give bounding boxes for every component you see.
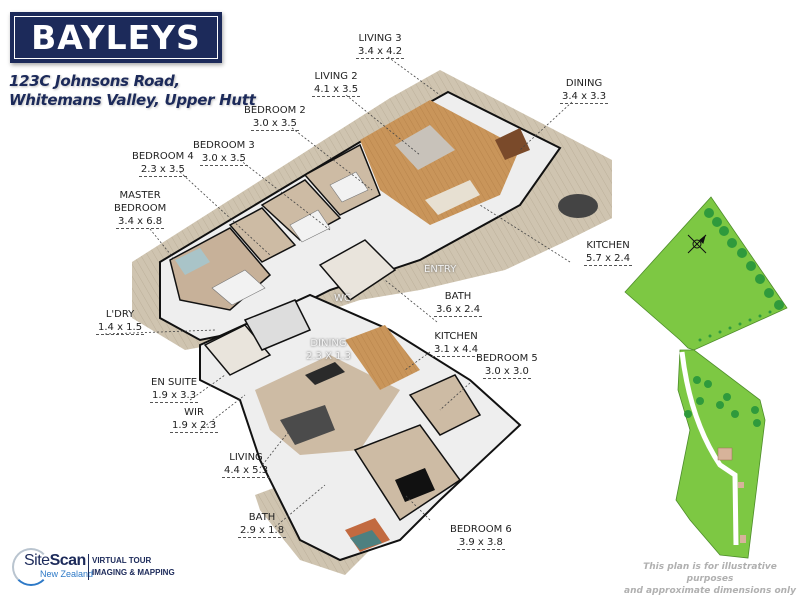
sitescan-logo: SiteScan New Zealand VIRTUAL TOUR IMAGIN… — [8, 546, 183, 586]
entry-label: ENTRY — [424, 264, 457, 275]
logo-border: BAYLEYS — [14, 16, 218, 59]
room-label-en-suite: EN SUITE 1.9 x 3.3 — [150, 377, 199, 403]
room-label-wir: WIR 1.9 x 2.3 — [170, 407, 219, 433]
room-label-master-bedroom: MASTER BEDROOM 3.4 x 6.8 — [114, 190, 167, 229]
sitescan-name: SiteScan — [24, 552, 86, 569]
bayleys-logo: BAYLEYS — [10, 12, 222, 63]
room-label-dining: DINING 3.4 x 3.3 — [560, 78, 609, 104]
room-label-kitchen-main: KITCHEN 5.7 x 2.4 — [584, 240, 633, 266]
room-label-living-3: LIVING 3 3.4 x 4.2 — [356, 33, 405, 59]
sitescan-subtitle: New Zealand — [40, 569, 94, 579]
address-line-1: 123C Johnsons Road, — [9, 72, 180, 90]
room-label-living: LIVING 4.4 x 5.3 — [222, 452, 271, 478]
sitescan-divider — [88, 554, 89, 580]
property-address: 123C Johnsons Road, Whitemans Valley, Up… — [9, 72, 256, 110]
room-label-kitchen-2: KITCHEN 3.1 x 4.4 — [432, 331, 481, 357]
room-label-bedroom-5: BEDROOM 5 3.0 x 3.0 — [476, 353, 538, 379]
site-plan — [624, 196, 788, 559]
address-line-2: Whitemans Valley, Upper Hutt — [9, 91, 256, 109]
room-label-living-2: LIVING 2 4.1 x 3.5 — [312, 71, 361, 97]
site-house-footprint — [717, 447, 733, 461]
logo-text: BAYLEYS — [31, 18, 201, 57]
room-label-dining-2: DINING 2.3 X 1.3 — [306, 338, 352, 362]
upper-house — [159, 90, 598, 342]
disclaimer: This plan is for illustrative purposes a… — [624, 562, 796, 596]
wc-label: WC — [334, 293, 351, 304]
room-label-bath-main: BATH 3.6 x 2.4 — [434, 291, 483, 317]
room-label-bedroom-4: BEDROOM 4 2.3 x 3.5 — [132, 151, 194, 177]
room-label-bedroom-6: BEDROOM 6 3.9 x 3.8 — [450, 524, 512, 550]
site-hedge — [698, 310, 772, 342]
room-label-bedroom-3: BEDROOM 3 3.0 x 3.5 — [193, 140, 255, 166]
room-label-laundry: L'DRY 1.4 x 1.5 — [96, 309, 145, 335]
room-label-bath-2: BATH 2.9 x 1.8 — [238, 512, 287, 538]
sitescan-tagline: VIRTUAL TOUR IMAGING & MAPPING — [92, 556, 175, 577]
north-arrow-icon — [687, 234, 707, 254]
site-trees — [684, 208, 784, 427]
room-label-bedroom-2: BEDROOM 2 3.0 x 3.5 — [244, 105, 306, 131]
sitescan-swoosh-icon — [12, 548, 50, 586]
leader-lines — [104, 56, 573, 528]
